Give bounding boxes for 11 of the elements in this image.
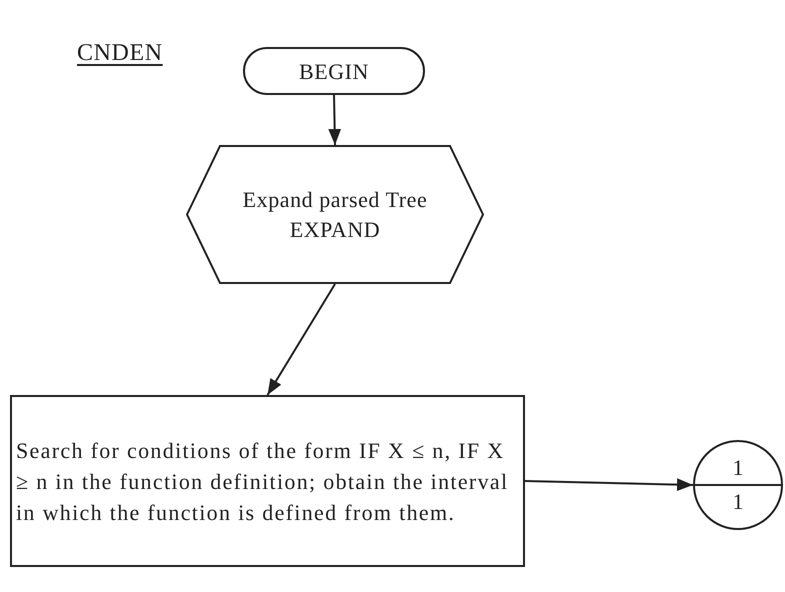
arrow (266, 283, 336, 396)
node-text: 1 (732, 454, 744, 482)
node-text: 1 (732, 488, 744, 516)
arrow (524, 478, 694, 492)
terminal-box (243, 47, 425, 95)
process-box (10, 395, 525, 567)
node-text: Search for conditions of the form IF X ≤ n, IF X ≥ n in the function definition; obtain the interval in which the function is defined from them. (16, 436, 510, 526)
node-text: Expand parsed Tree EXPAND (242, 186, 428, 244)
arrow (328, 94, 342, 146)
title: CNDEN (77, 39, 163, 68)
node-text: BEGIN (299, 58, 369, 86)
